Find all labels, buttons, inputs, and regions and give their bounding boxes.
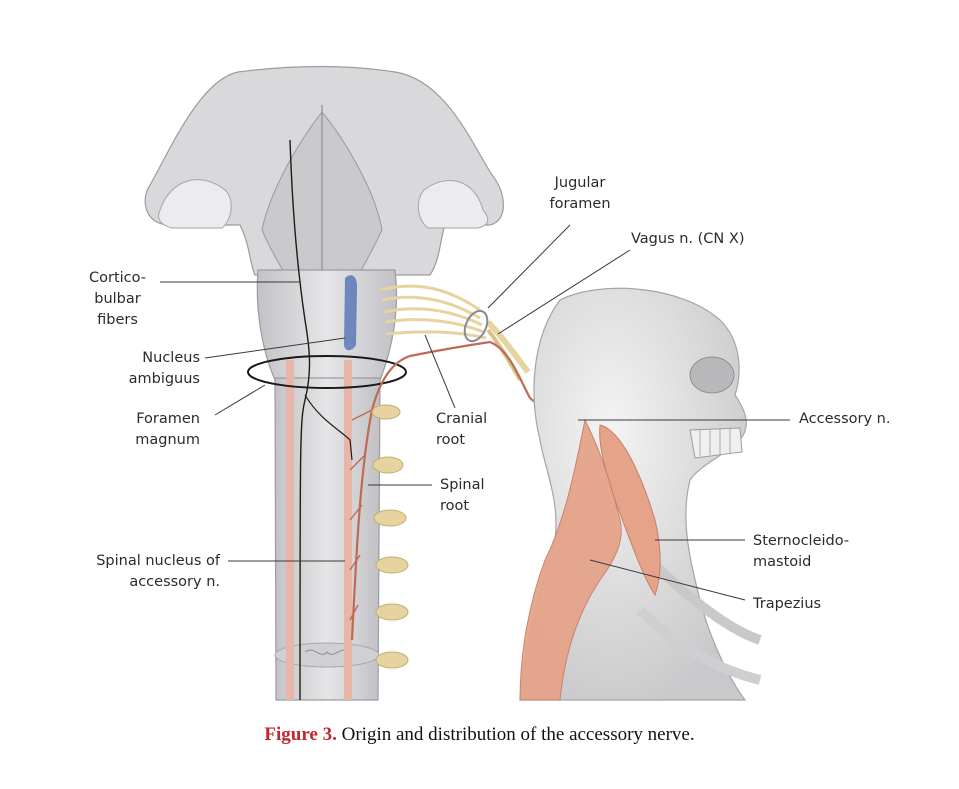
nucleus-ambiguus-shape xyxy=(344,275,358,351)
label-sternocleidomastoid: Sternocleido- mastoid xyxy=(753,533,850,570)
leader-lines xyxy=(160,224,790,601)
label-vagus-nerve: Vagus n. (CN X) xyxy=(631,231,745,247)
label-spinal-nucleus: Spinal nucleus of accessory n. xyxy=(96,553,220,590)
label-corticobulbar-fibers: Cortico- bulbar fibers xyxy=(88,270,147,328)
label-nucleus-ambiguus: Nucleus ambiguus xyxy=(128,350,200,387)
spinal-ganglia xyxy=(371,404,409,669)
nerve-rootlets xyxy=(349,284,603,641)
caption-number: Figure 3. xyxy=(264,724,337,745)
label-accessory-nerve: Accessory n. xyxy=(799,411,891,427)
figure-caption: Figure 3. Origin and distribution of the… xyxy=(0,724,959,746)
label-cranial-root: Cranial root xyxy=(436,411,488,448)
label-trapezius: Trapezius xyxy=(753,596,822,612)
brainstem xyxy=(144,65,504,701)
label-foramen-magnum: Foramen magnum xyxy=(135,411,200,448)
foramen-magnum-ring xyxy=(247,355,407,389)
caption-text: Origin and distribution of the accessory… xyxy=(336,724,695,745)
jugular-foramen-ring xyxy=(463,309,489,343)
label-jugular-foramen: Jugular foramen xyxy=(549,175,611,212)
label-spinal-root: Spinal root xyxy=(440,477,485,514)
trapezius-muscle xyxy=(519,418,622,701)
